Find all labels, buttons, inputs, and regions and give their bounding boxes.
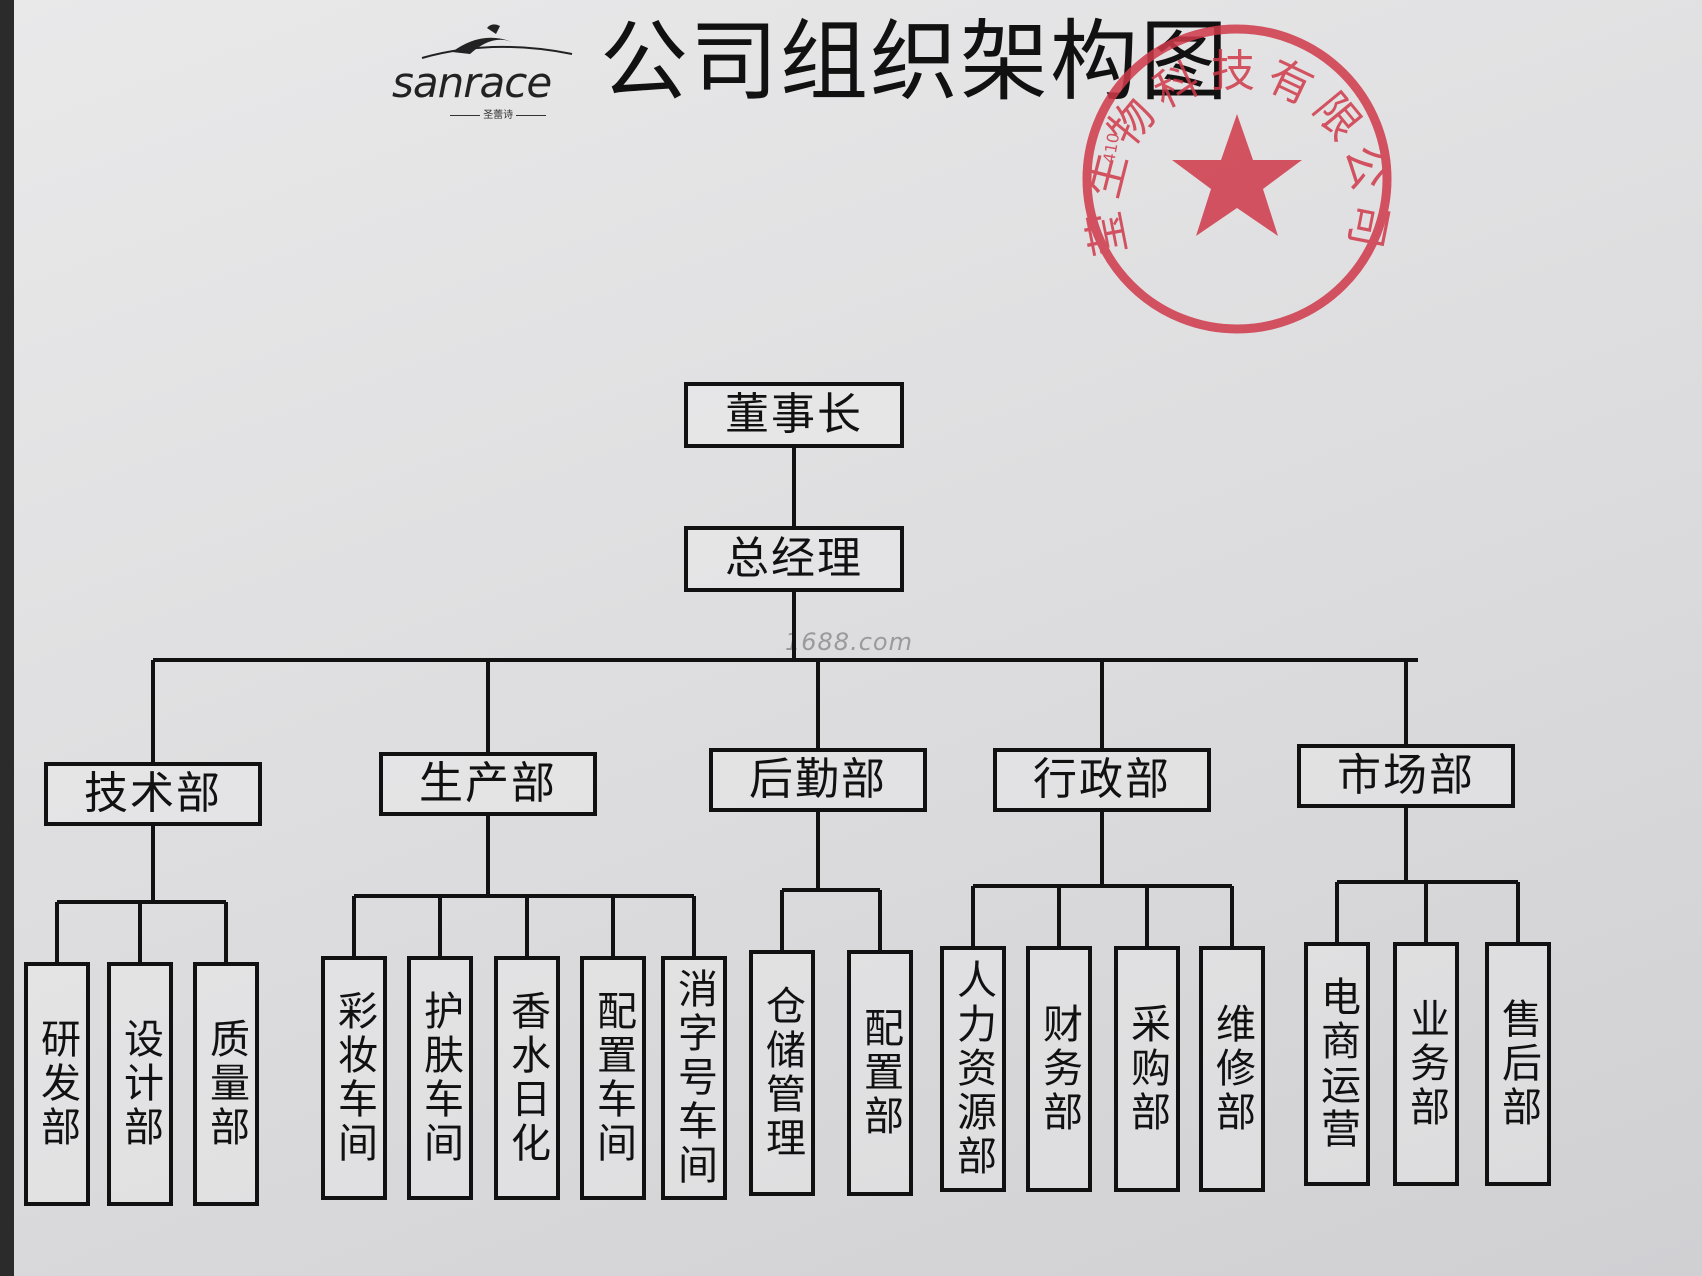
company-logo: sanrace 圣蕾诗 — [392, 20, 602, 121]
node-sub-admin-3: 维修部 — [1199, 946, 1265, 1192]
node-sub-market-2: 售后部 — [1485, 942, 1551, 1186]
node-dept-admin: 行政部 — [993, 748, 1211, 812]
node-sub-logistics-0: 仓储管理 — [749, 950, 815, 1196]
node-dept-tech: 技术部 — [44, 762, 262, 826]
watermark: 1688.com — [785, 628, 913, 656]
node-sub-market-0: 电商运营 — [1304, 942, 1370, 1186]
paper-sheet — [14, 0, 1702, 1276]
logo-wordmark: sanrace — [392, 58, 552, 107]
node-general-manager: 总经理 — [684, 526, 904, 592]
node-sub-production-0: 彩妆车间 — [321, 956, 387, 1200]
page-title: 公司组织架构图 — [600, 10, 1231, 113]
node-sub-production-3: 配置车间 — [580, 956, 646, 1200]
logo-bird-icon — [421, 24, 573, 59]
node-sub-admin-1: 财务部 — [1026, 946, 1092, 1192]
logo-subtitle: 圣蕾诗 — [450, 106, 547, 121]
node-dept-production: 生产部 — [379, 752, 597, 816]
node-sub-tech-0: 研发部 — [24, 962, 90, 1206]
star-icon — [1172, 114, 1302, 236]
node-dept-market: 市场部 — [1297, 744, 1515, 808]
node-sub-production-2: 香水日化 — [494, 956, 560, 1200]
node-sub-market-1: 业务部 — [1393, 942, 1459, 1186]
node-chairman: 董事长 — [684, 382, 904, 448]
node-sub-tech-1: 设计部 — [107, 962, 173, 1206]
node-sub-production-4: 消字号车间 — [661, 956, 727, 1200]
node-sub-production-1: 护肤车间 — [407, 956, 473, 1200]
node-sub-admin-2: 采购部 — [1114, 946, 1180, 1192]
node-sub-tech-2: 质量部 — [193, 962, 259, 1206]
node-dept-logistics: 后勤部 — [709, 748, 927, 812]
node-sub-logistics-1: 配置部 — [847, 950, 913, 1196]
node-sub-admin-0: 人力资源部 — [940, 946, 1006, 1192]
company-seal: 莹生物科技有限公司 410 — [1077, 24, 1392, 334]
